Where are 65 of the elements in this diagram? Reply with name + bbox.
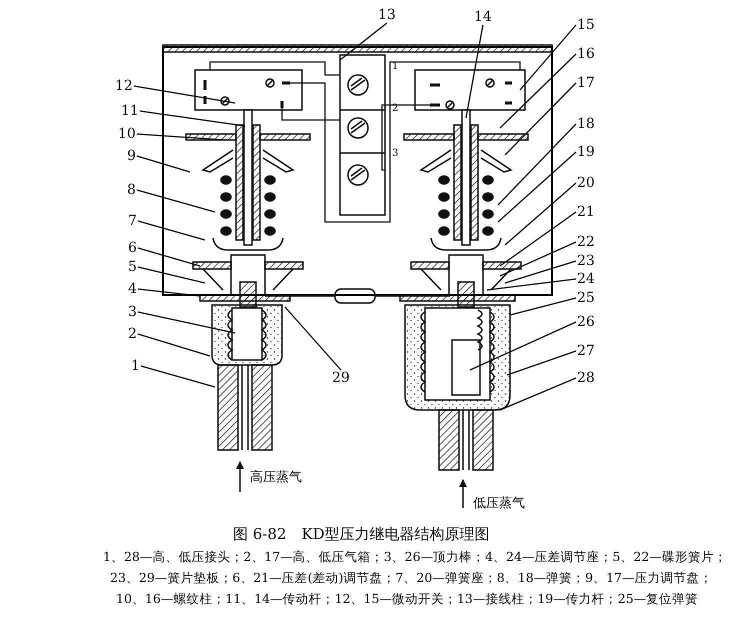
callout-number: 15	[577, 18, 595, 32]
callout-number: 7	[128, 214, 137, 228]
callout-number: 25	[577, 291, 595, 305]
inlet-label: 低压蒸气	[473, 497, 525, 510]
leader-line	[506, 350, 576, 376]
callout-number: 8	[127, 183, 136, 197]
callout-number: 2	[128, 327, 137, 341]
callout-number: 4	[128, 282, 137, 296]
leader-line	[138, 288, 200, 297]
leader-line	[134, 85, 236, 104]
callout-number: 18	[577, 117, 595, 131]
leader-line	[465, 24, 484, 118]
leader-line	[138, 247, 200, 267]
callout-number: 12	[115, 79, 133, 93]
callout-number: 17	[577, 76, 595, 90]
callout-number: 14	[474, 10, 492, 24]
callout-number: 26	[577, 315, 595, 329]
callout-number: 16	[577, 47, 595, 61]
terminal-number: 3	[392, 149, 398, 159]
leader-line	[140, 110, 246, 127]
leader-line	[140, 365, 216, 388]
key-text: 1、28—高、低压接头；2、17—高、低压气箱；3、26—顶力棒；4、24—压差调节座；5、22—碟形簧片；	[103, 551, 727, 564]
leader-line	[498, 152, 576, 222]
figure-caption: 图 6-82 KD型压力继电器结构原理图	[233, 527, 490, 542]
key-text: 10、16—螺纹柱；11、14—传动杆；12、15—微动开关；13—接线柱；19—传力杆；25—复位弹簧	[116, 593, 698, 606]
callout-number: 10	[118, 127, 136, 141]
callout-number: 29	[332, 371, 350, 385]
leader-line	[138, 333, 210, 357]
leader-line	[136, 189, 216, 213]
callout-number: 22	[577, 235, 595, 249]
callout-number: 27	[577, 344, 595, 358]
callout-number: 24	[577, 272, 595, 286]
inlet-label: 高压蒸气	[250, 471, 302, 484]
leader-line	[486, 278, 576, 291]
leader-line	[510, 297, 576, 316]
leader-line	[498, 124, 576, 206]
callout-number: 9	[127, 149, 136, 163]
leader-line	[520, 24, 576, 90]
leader-line	[284, 306, 342, 370]
leader-line	[470, 321, 576, 371]
leader-line	[500, 377, 576, 411]
callout-number: 13	[378, 8, 396, 22]
callout-number: 1	[131, 359, 140, 373]
callout-number: 3	[128, 305, 137, 319]
callout-number: 21	[577, 205, 595, 219]
leader-line	[504, 82, 576, 156]
leader-line	[138, 220, 206, 241]
leader-line	[136, 133, 226, 141]
callout-number: 19	[577, 145, 595, 159]
callout-number: 28	[577, 371, 595, 385]
callout-number: 23	[577, 254, 595, 268]
callout-number: 11	[121, 104, 139, 118]
leader-line	[340, 22, 388, 61]
leader-line	[136, 155, 190, 173]
callout-number: 5	[128, 260, 137, 274]
callout-number: 6	[128, 241, 137, 255]
leader-line	[500, 241, 576, 277]
leader-line	[138, 311, 236, 334]
leader-line	[500, 211, 576, 267]
callout-number: 20	[577, 176, 595, 190]
key-text: 23、29—簧片垫板；6、21—压差(差动)调节盘；7、20—弹簧座；8、18—弹簧；9、17—压力调节盘；	[110, 572, 712, 584]
leader-line	[504, 260, 576, 284]
leader-line	[504, 182, 576, 246]
leader-line	[138, 266, 206, 284]
leader-line	[500, 54, 576, 128]
